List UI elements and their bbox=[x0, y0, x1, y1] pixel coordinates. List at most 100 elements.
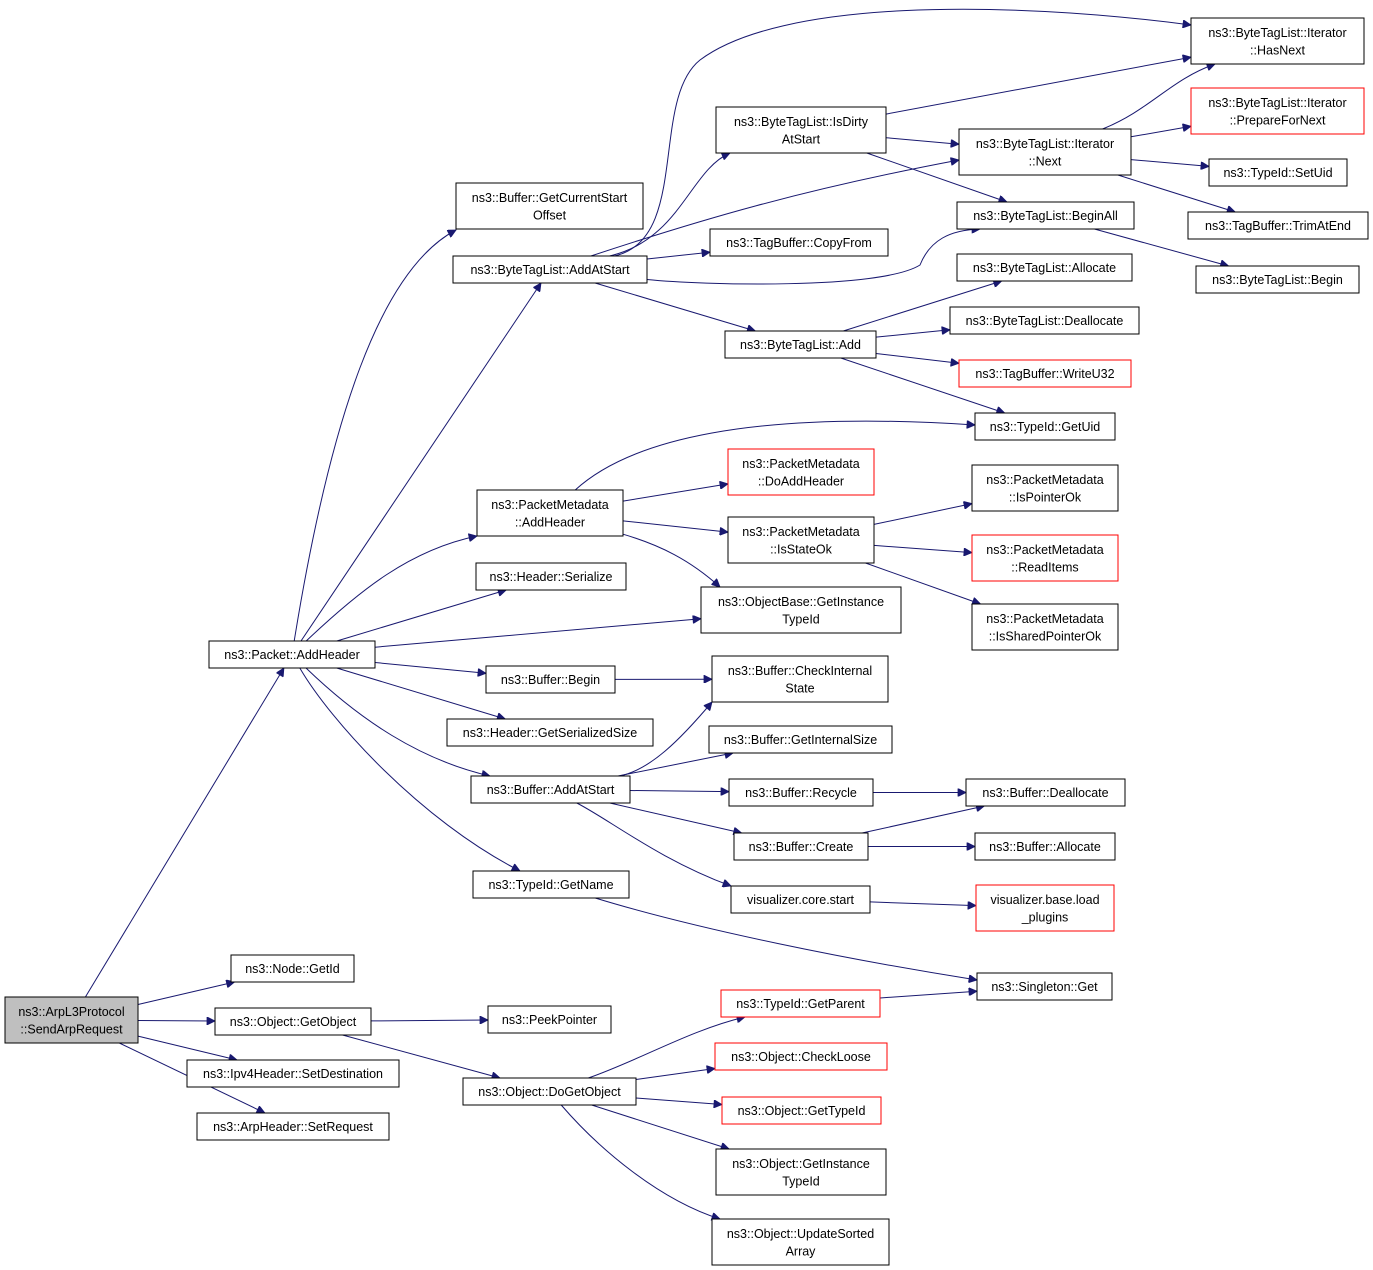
node-box bbox=[721, 1096, 882, 1125]
node-box bbox=[1190, 87, 1365, 135]
node-pm-doaddheader[interactable]: ns3::PacketMetadata::DoAddHeader bbox=[727, 448, 875, 496]
node-btl-it-next[interactable]: ns3::ByteTagList::Iterator::Next bbox=[958, 128, 1132, 176]
edge-object_getobject-to-peekpointer bbox=[370, 1020, 488, 1021]
node-tb-trimatend[interactable]: ns3::TagBuffer::TrimAtEnd bbox=[1187, 211, 1369, 240]
node-box bbox=[728, 778, 874, 807]
node-pm-ispointerok[interactable]: ns3::PacketMetadata::IsPointerOk bbox=[971, 464, 1119, 512]
node-label: ::SendArpRequest bbox=[20, 1022, 123, 1036]
edge-pm_addheader-to-typeid_getuid bbox=[574, 421, 975, 491]
node-box bbox=[487, 1005, 612, 1034]
node-typeid-getparent[interactable]: ns3::TypeId::GetParent bbox=[720, 989, 881, 1018]
node-object-gettypeid[interactable]: ns3::Object::GetTypeId bbox=[721, 1096, 882, 1125]
node-label: visualizer.core.start bbox=[747, 893, 855, 907]
node-ipv4-setdest[interactable]: ns3::Ipv4Header::SetDestination bbox=[186, 1059, 400, 1088]
node-buf-allocate[interactable]: ns3::Buffer::Allocate bbox=[974, 832, 1116, 861]
node-buf-addatstart[interactable]: ns3::Buffer::AddAtStart bbox=[470, 775, 631, 804]
node-arp-setrequest[interactable]: ns3::ArpHeader::SetRequest bbox=[196, 1112, 390, 1141]
node-btl-begin[interactable]: ns3::ByteTagList::Begin bbox=[1195, 265, 1360, 294]
node-btl-beginall[interactable]: ns3::ByteTagList::BeginAll bbox=[956, 201, 1135, 230]
edge-buf_addatstart-to-vis_core_start bbox=[576, 802, 731, 886]
node-tb-writeu32[interactable]: ns3::TagBuffer::WriteU32 bbox=[958, 359, 1132, 388]
edge-pm_isstateok-to-pm_readitems bbox=[873, 544, 972, 552]
node-typeid-setuid[interactable]: ns3::TypeId::SetUid bbox=[1208, 158, 1348, 187]
node-buf-recycle[interactable]: ns3::Buffer::Recycle bbox=[728, 778, 874, 807]
node-label: visualizer.base.load bbox=[990, 893, 1099, 907]
node-pm-isstateok[interactable]: ns3::PacketMetadata::IsStateOk bbox=[727, 516, 875, 564]
node-box bbox=[971, 464, 1119, 512]
node-typeid-getuid[interactable]: ns3::TypeId::GetUid bbox=[974, 412, 1116, 441]
node-label: ::DoAddHeader bbox=[758, 474, 844, 488]
edge-btl_add-to-btl_allocate bbox=[843, 281, 1001, 332]
node-btl-it-prepare[interactable]: ns3::ByteTagList::Iterator::PrepareForNe… bbox=[1190, 87, 1365, 135]
node-btl-add[interactable]: ns3::ByteTagList::Add bbox=[724, 330, 877, 359]
node-object-dogetobject[interactable]: ns3::Object::DoGetObject bbox=[462, 1077, 637, 1106]
node-label: ns3::Buffer::GetCurrentStart bbox=[472, 191, 628, 205]
node-box bbox=[709, 228, 889, 257]
node-box bbox=[485, 665, 616, 694]
node-label: ns3::Singleton::Get bbox=[991, 980, 1098, 994]
node-box bbox=[974, 412, 1116, 441]
edge-buf_addatstart-to-buf_getinternalsize bbox=[617, 753, 733, 777]
node-label: ns3::TypeId::GetName bbox=[488, 878, 613, 892]
node-buf-begin[interactable]: ns3::Buffer::Begin bbox=[485, 665, 616, 694]
node-label: ns3::ByteTagList::Iterator bbox=[1208, 26, 1346, 40]
node-box bbox=[976, 972, 1113, 1001]
node-label: ns3::TypeId::SetUid bbox=[1223, 166, 1332, 180]
node-vis-core-start[interactable]: visualizer.core.start bbox=[730, 885, 871, 914]
node-label: ns3::Packet::AddHeader bbox=[224, 648, 360, 662]
node-root[interactable]: ns3::ArpL3Protocol::SendArpRequest bbox=[4, 996, 139, 1044]
node-pm-addheader[interactable]: ns3::PacketMetadata::AddHeader bbox=[476, 489, 624, 537]
node-btl-it-hasnext[interactable]: ns3::ByteTagList::Iterator::HasNext bbox=[1190, 17, 1365, 65]
node-buf-getinternalsize[interactable]: ns3::Buffer::GetInternalSize bbox=[708, 725, 893, 754]
node-box bbox=[1208, 158, 1348, 187]
node-btl-allocate[interactable]: ns3::ByteTagList::Allocate bbox=[956, 253, 1133, 282]
node-btl-deallocate[interactable]: ns3::ByteTagList::Deallocate bbox=[949, 306, 1140, 335]
node-label: ns3::Buffer::GetInternalSize bbox=[724, 733, 877, 747]
edge-object_dogetobject-to-object_getinstancetypeid bbox=[591, 1104, 729, 1149]
node-typeid-getname[interactable]: ns3::TypeId::GetName bbox=[472, 870, 630, 899]
node-box bbox=[715, 1148, 887, 1196]
node-label: ns3::Object::CheckLoose bbox=[731, 1050, 871, 1064]
edge-object_getobject-to-object_dogetobject bbox=[342, 1034, 501, 1078]
node-label: ns3::Object::GetObject bbox=[230, 1015, 357, 1029]
node-label: ns3::TagBuffer::TrimAtEnd bbox=[1205, 219, 1351, 233]
node-box bbox=[949, 306, 1140, 335]
node-label: ::Next bbox=[1029, 154, 1062, 168]
node-box bbox=[720, 989, 881, 1018]
edge-pm_isstateok-to-pm_issharedptrok bbox=[865, 562, 981, 604]
node-label: ns3::ByteTagList::AddAtStart bbox=[470, 263, 630, 277]
node-label: ns3::ArpHeader::SetRequest bbox=[213, 1120, 373, 1134]
node-pm-readitems[interactable]: ns3::PacketMetadata::ReadItems bbox=[971, 534, 1119, 582]
node-header-getsersize[interactable]: ns3::Header::GetSerializedSize bbox=[446, 718, 654, 747]
node-box bbox=[1187, 211, 1369, 240]
node-singleton-get[interactable]: ns3::Singleton::Get bbox=[976, 972, 1113, 1001]
node-packet-addheader[interactable]: ns3::Packet::AddHeader bbox=[208, 640, 376, 669]
node-label: ns3::ArpL3Protocol bbox=[18, 1005, 124, 1019]
node-box bbox=[733, 832, 869, 861]
node-label: ns3::ByteTagList::IsDirty bbox=[734, 115, 869, 129]
node-box bbox=[4, 996, 139, 1044]
node-tb-copyfrom[interactable]: ns3::TagBuffer::CopyFrom bbox=[709, 228, 889, 257]
node-buf-create[interactable]: ns3::Buffer::Create bbox=[733, 832, 869, 861]
node-object-checkloose[interactable]: ns3::Object::CheckLoose bbox=[714, 1042, 888, 1071]
node-header-serialize[interactable]: ns3::Header::Serialize bbox=[475, 562, 627, 591]
node-pm-issharedptrok[interactable]: ns3::PacketMetadata::IsSharedPointerOk bbox=[971, 603, 1119, 651]
node-object-getobject[interactable]: ns3::Object::GetObject bbox=[214, 1007, 372, 1036]
node-box bbox=[958, 128, 1132, 176]
node-peekpointer[interactable]: ns3::PeekPointer bbox=[487, 1005, 612, 1034]
node-vis-base-load[interactable]: visualizer.base.load_plugins bbox=[975, 884, 1115, 932]
node-node-getid[interactable]: ns3::Node::GetId bbox=[230, 954, 355, 983]
node-box bbox=[446, 718, 654, 747]
edge-btl_it_next-to-btl_it_prepare bbox=[1130, 126, 1191, 138]
node-box bbox=[711, 1218, 890, 1266]
edge-packet_addheader-to-typeid_getname bbox=[299, 667, 520, 872]
node-buf-deallocate[interactable]: ns3::Buffer::Deallocate bbox=[965, 778, 1126, 807]
node-btl-addatstart[interactable]: ns3::ByteTagList::AddAtStart bbox=[452, 255, 648, 284]
